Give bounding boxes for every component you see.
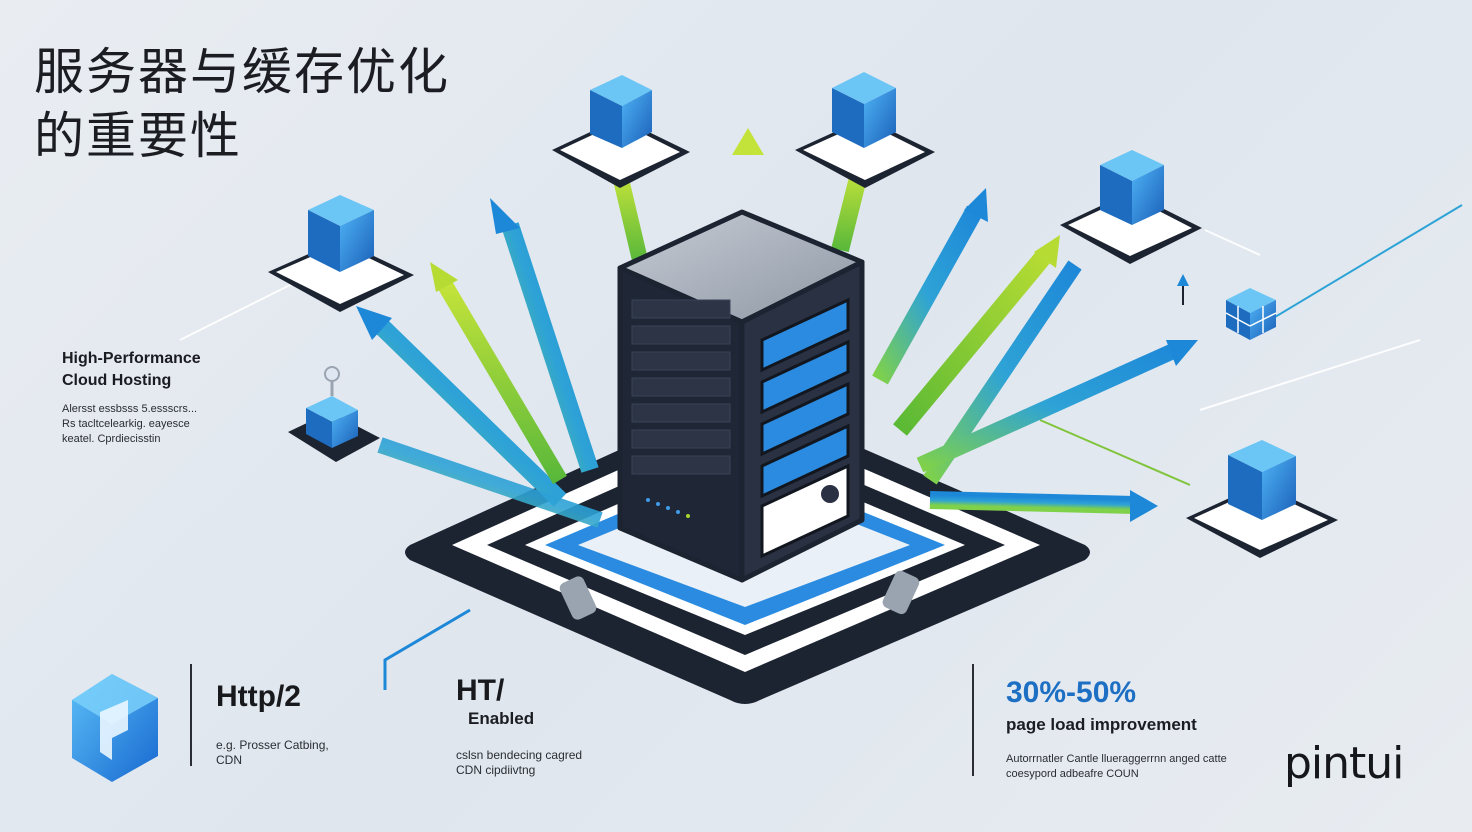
ht-note: cslsn bendecing cagred CDN cipdiivtng	[456, 748, 583, 777]
stat-improvement: 30%-50% page load improvement Autorrnatl…	[1006, 676, 1227, 782]
page-title: 服务器与缓存优化 的重要性	[34, 43, 450, 165]
hosting-info: High-Performance Cloud Hosting Alersst e…	[62, 348, 201, 447]
http2-headline: Http/2	[216, 680, 301, 713]
server-cube-icon	[1060, 150, 1202, 264]
link-line-green	[1039, 419, 1191, 486]
http2-note: e.g. Prosser Catbing, CDN	[216, 738, 329, 767]
hosting-description: Alersst essbsss 5.essscrs... Rs tacltcel…	[62, 403, 198, 445]
server-cube-icon	[1186, 440, 1338, 558]
server-cube-icon	[795, 72, 935, 188]
stat-http2: Http/2 e.g. Prosser Catbing, CDN	[216, 680, 329, 768]
link-line-right	[1269, 204, 1463, 321]
improvement-headline: 30%-50%	[1006, 676, 1137, 709]
brand-wordmark: pintui	[1284, 738, 1404, 789]
data-arrows	[356, 128, 1198, 528]
server-rack-icon	[617, 209, 865, 583]
server-cube-icon	[552, 75, 690, 188]
connector-lines	[179, 229, 1421, 411]
hexagon-logo-icon	[72, 674, 158, 782]
stat-ht: HT/ Enabled cslsn bendecing cagred CDN c…	[456, 674, 582, 778]
ht-sub: Enabled	[468, 709, 535, 728]
cache-device-icon	[288, 366, 380, 462]
divider-left	[190, 664, 192, 766]
ht-headline: HT/	[456, 674, 505, 707]
link-line-bottom	[383, 608, 471, 690]
server-cube-icon	[268, 195, 414, 312]
hosting-title: High-Performance Cloud Hosting	[62, 350, 201, 389]
improvement-sub: page load improvement	[1006, 715, 1197, 734]
divider-right	[972, 664, 974, 776]
cache-cube-icon	[1225, 288, 1277, 340]
improvement-note: Autorrnatler Cantle llueraggerrnn anged …	[1006, 753, 1227, 780]
